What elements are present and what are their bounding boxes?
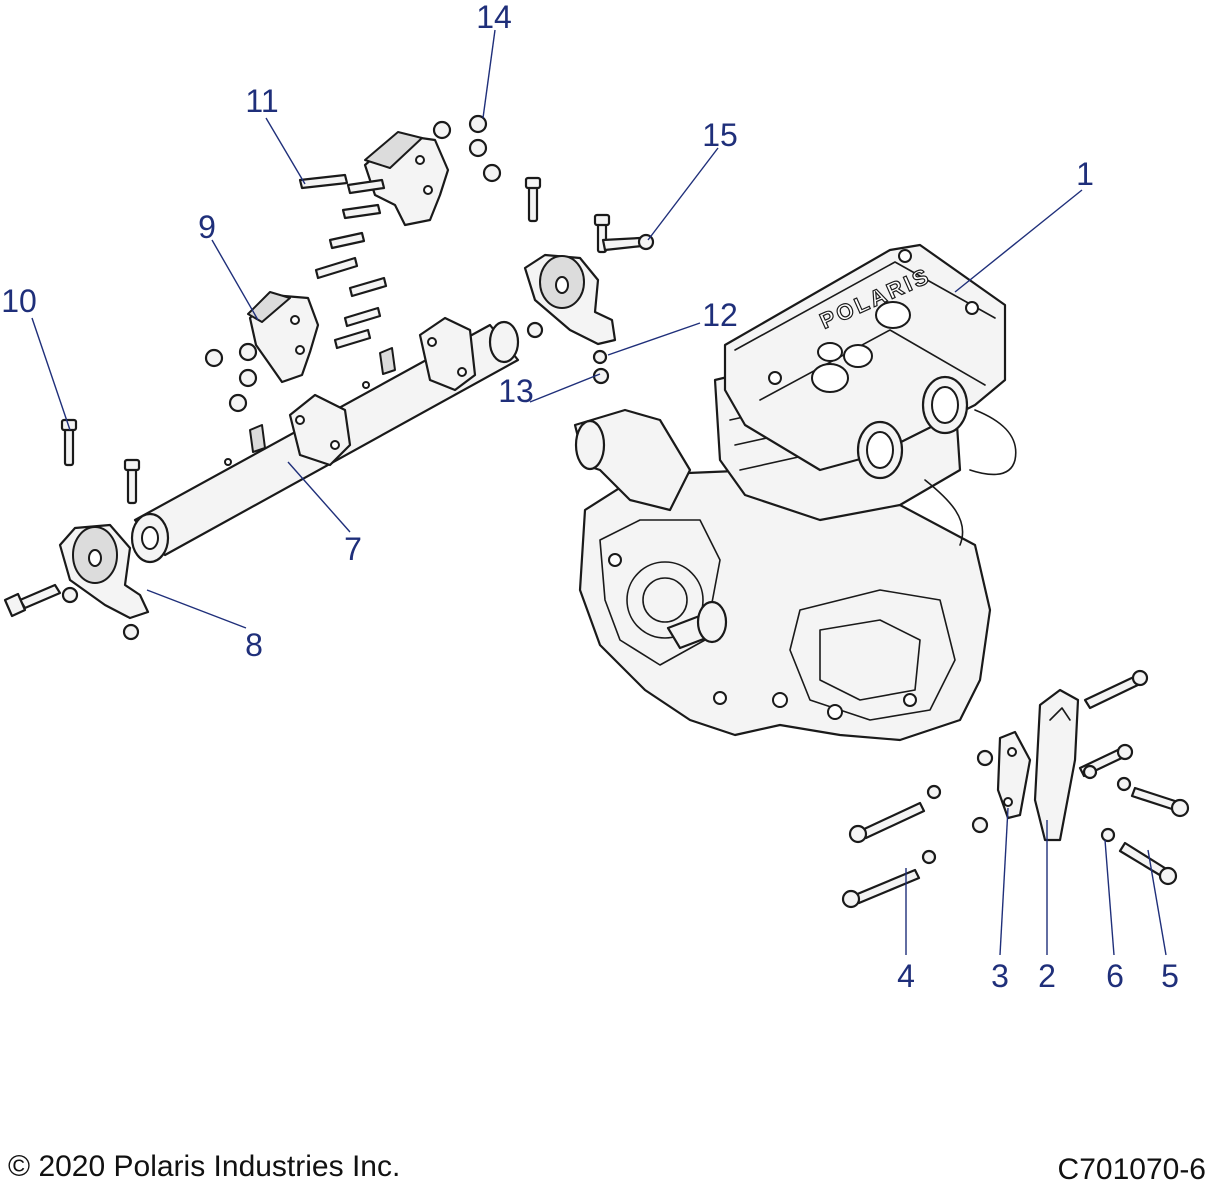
callout-11: 11 <box>245 83 278 119</box>
drawing-number: C701070-6 <box>1057 1153 1206 1186</box>
callout-12: 12 <box>702 297 738 333</box>
engine-assembly: POLARIS <box>573 243 1017 742</box>
copyright-text: © 2020 Polaris Industries Inc. <box>8 1150 401 1183</box>
callout-9: 9 <box>198 209 216 245</box>
middle-plate-bracket <box>204 256 388 413</box>
callout-1: 1 <box>1076 156 1094 192</box>
upper-plate-bracket <box>298 114 502 250</box>
callout-15: 15 <box>702 117 738 153</box>
lower-bracket-assembly <box>841 669 1190 909</box>
callout-4: 4 <box>897 958 915 994</box>
mount-tube <box>130 316 520 564</box>
right-mount-bracket <box>523 176 655 385</box>
callout-7: 7 <box>344 531 362 567</box>
callout-14: 14 <box>476 0 512 35</box>
callout-2: 2 <box>1038 958 1056 994</box>
callout-8: 8 <box>245 627 263 663</box>
left-mount-hardware <box>3 418 141 641</box>
callout-10: 10 <box>1 283 37 319</box>
callout-5: 5 <box>1161 958 1179 994</box>
callout-13: 13 <box>498 373 534 409</box>
callout-labels: 1 2 3 4 5 6 7 8 9 10 11 12 13 14 15 <box>1 0 1179 994</box>
left-mount-bracket <box>58 523 150 620</box>
callout-3: 3 <box>991 958 1009 994</box>
callout-6: 6 <box>1106 958 1124 994</box>
leader-lines <box>31 29 1167 956</box>
